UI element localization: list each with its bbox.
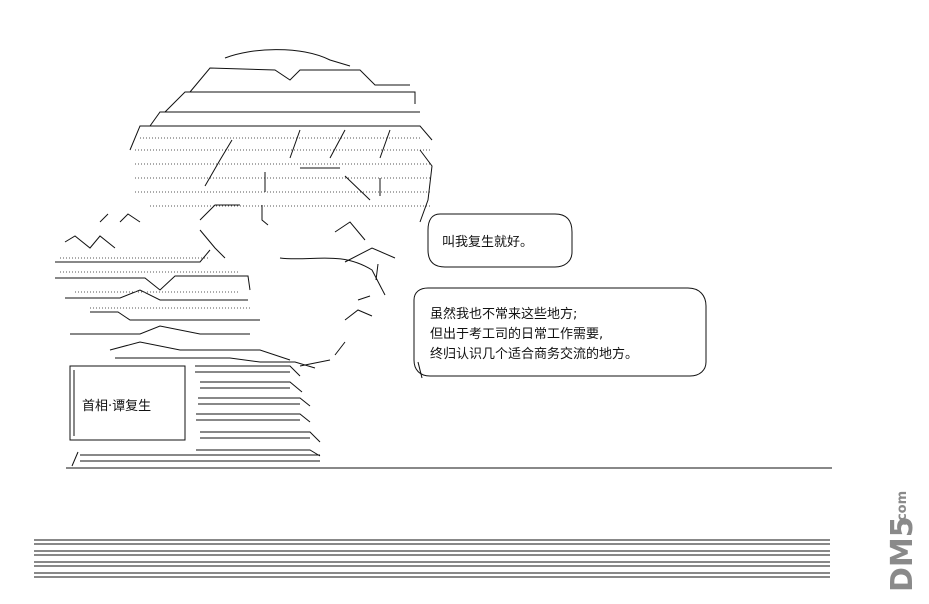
watermark-brand: DM5	[885, 516, 920, 592]
speech-bubble-long: 虽然我也不常来这些地方; 但出于考工司的日常工作需要, 终归认识几个适合商务交流…	[413, 287, 707, 379]
watermark-suffix: .com	[895, 491, 910, 526]
speech-bubble-long-line-3: 终归认识几个适合商务交流的地方。	[430, 346, 638, 362]
speech-bubble-long-line-1: 虽然我也不常来这些地方;	[430, 306, 577, 322]
speech-bubble-short: 叫我复生就好。	[427, 213, 573, 268]
floor-lines	[34, 539, 830, 578]
watermark: DM5 .com	[885, 491, 920, 592]
desk-lines	[66, 365, 832, 469]
character-figure	[55, 49, 433, 369]
speech-bubble-short-text: 叫我复生就好。	[442, 235, 533, 250]
name-plate: 首相·谭复生	[69, 365, 186, 441]
speech-bubble-long-line-2: 但出于考工司的日常工作需要,	[430, 326, 603, 342]
name-plate-label: 首相·谭复生	[82, 399, 151, 414]
